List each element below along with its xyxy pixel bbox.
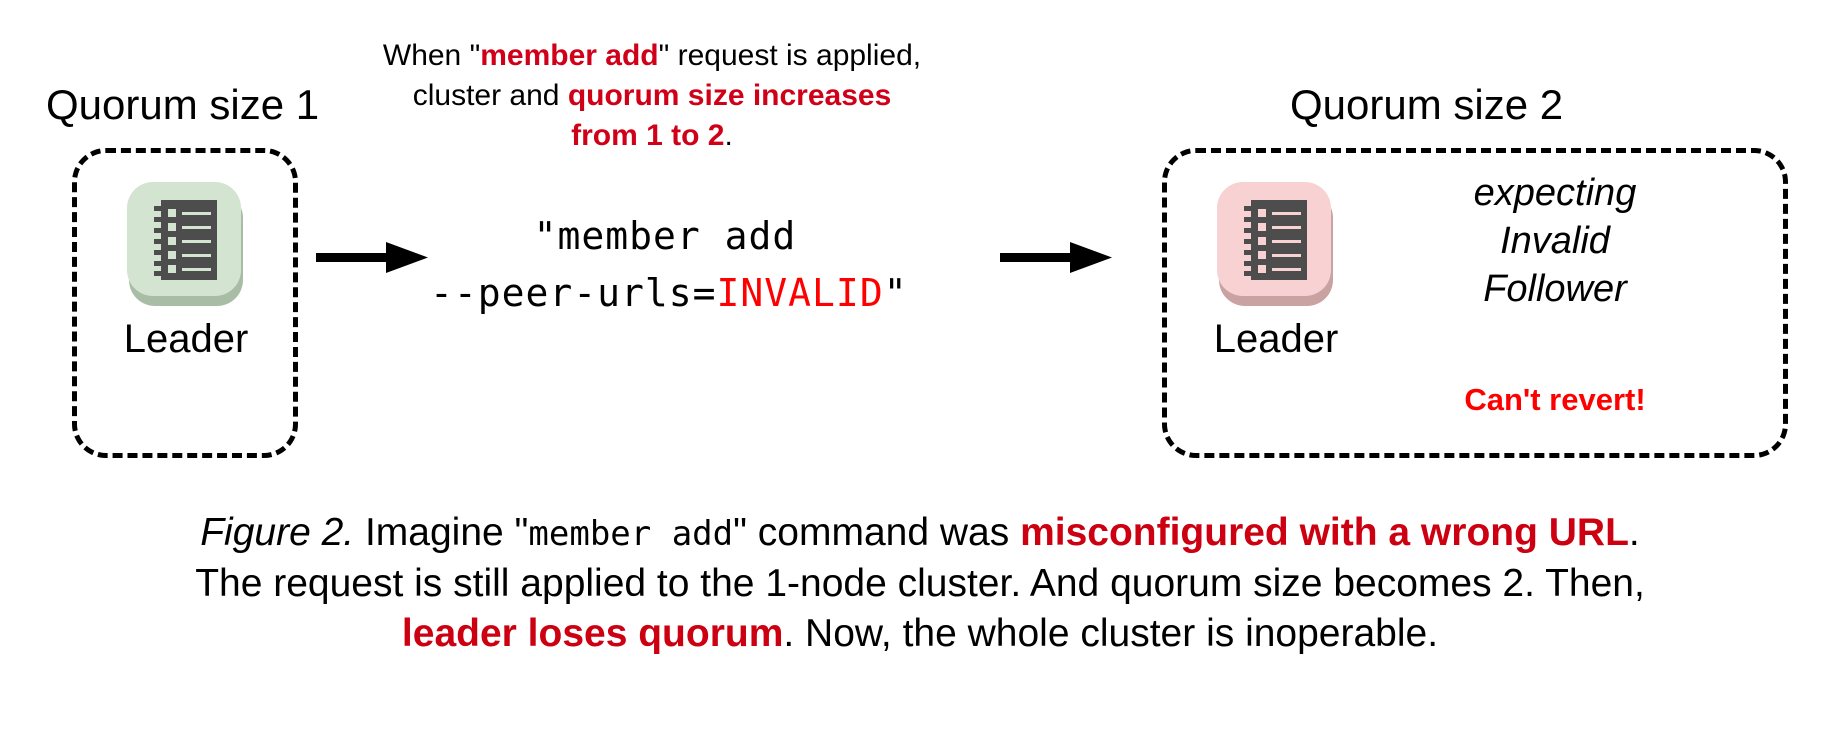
right-node-label: Leader (1213, 317, 1339, 361)
right-cluster-group-label: Quorum size 2 (1290, 81, 1564, 128)
right-cluster-node: Leader (1186, 178, 1366, 360)
figure-caption: Figure 2. Imagine "member add" command w… (70, 508, 1770, 660)
caption-text: . Now, the whole cluster is inoperable. (783, 612, 1439, 656)
status-line-2: Invalid (1500, 219, 1610, 262)
left-cluster-boundary (72, 148, 298, 458)
server-rack-icon (1213, 178, 1339, 312)
top-annotation-text: " request is applied, (658, 39, 922, 72)
command-quote: " (883, 271, 908, 315)
caption-highlight-misconfigured: misconfigured with a wrong URL (1020, 511, 1629, 554)
command-line-2: --peer-urls=INVALID" (430, 265, 907, 322)
right-cluster-boundary (1162, 148, 1788, 458)
command-flag: --peer-urls= (430, 271, 717, 315)
top-annotation-text: When " (382, 39, 481, 72)
top-annotation-text: cluster and (412, 78, 568, 112)
top-annotation: When "member add" request is applied, cl… (352, 36, 952, 156)
caption-text: " command was (733, 511, 1021, 554)
status-line-3: Follower (1483, 267, 1627, 310)
icon-tile (127, 182, 241, 296)
top-annotation-highlight-member-add: member add (480, 39, 659, 72)
server-rack-icon (123, 178, 249, 312)
top-annotation-highlight-range: from 1 to 2 (571, 118, 725, 152)
caption-line-3: leader loses quorum. Now, the whole clus… (70, 609, 1770, 660)
cannot-revert-warning: Can't revert! (1464, 382, 1646, 417)
top-annotation-text: . (724, 118, 733, 152)
caption-line-1: Figure 2. Imagine "member add" command w… (70, 508, 1770, 559)
flow-arrow-2 (1000, 238, 1112, 283)
command-line-1: "member add (533, 214, 797, 258)
status-line-1: expecting (1473, 172, 1637, 214)
caption-text: Imagine " (354, 511, 529, 554)
top-annotation-line3: from 1 to 2. (571, 119, 733, 152)
command-text-block: "member add --peer-urls=INVALID" (430, 208, 907, 322)
caption-command-mono: member add (528, 514, 734, 554)
caption-text: . (1628, 511, 1640, 554)
flow-arrow-1 (316, 238, 428, 283)
right-node-status: expecting Invalid Follower (1400, 170, 1710, 314)
left-node-label: Leader (123, 317, 249, 361)
top-annotation-line2: cluster and quorum size increases (413, 79, 892, 112)
top-annotation-highlight-quorum: quorum size increases (567, 78, 892, 112)
top-annotation-line1: When "member add" request is applied, (383, 39, 921, 72)
command-invalid-value: INVALID (716, 271, 884, 315)
icon-tile (1217, 182, 1331, 296)
caption-figure-number: Figure 2. (200, 511, 355, 554)
caption-highlight-leader-loses-quorum: leader loses quorum (401, 612, 784, 656)
left-cluster-group-label: Quorum size 1 (46, 81, 320, 128)
left-cluster-node: Leader (96, 178, 276, 360)
caption-line-2: The request is still applied to the 1-no… (195, 561, 1645, 605)
